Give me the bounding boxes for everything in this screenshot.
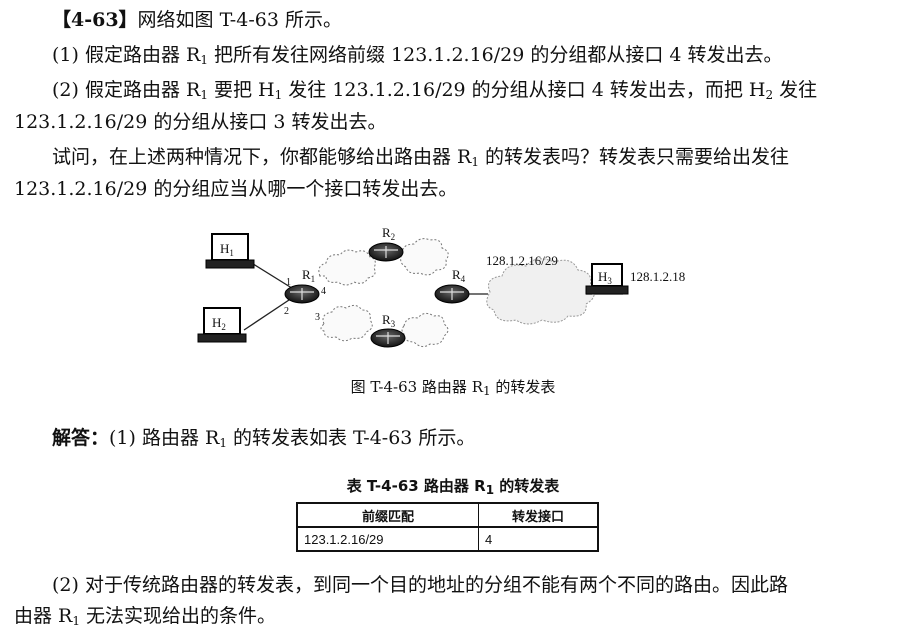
cloud-r1-r3 <box>320 304 373 342</box>
question-ask-line-1: 试问，在上述两种情况下，你都能够给出路由器 R1 的转发表吗？转发表只需要给出发… <box>52 146 790 169</box>
label-h3: H3 <box>598 269 612 286</box>
header-forwarding-interface: 转发接口 <box>478 502 599 528</box>
network-diagram: H1 H2 H3 R1 R2 R3 R4 1 2 3 4 128.1.2.16/… <box>197 225 685 348</box>
label-r1: R1 <box>302 267 315 284</box>
label-h2: H2 <box>212 315 226 332</box>
answer-part-1: 解答：(1) 路由器 R1 的转发表如表 T-4-63 所示。 <box>52 427 476 450</box>
iface-label-4: 4 <box>321 286 326 297</box>
answer-label: 解答： <box>52 427 110 449</box>
question-1: (1) 假定路由器 R1 把所有发往网络前缀 123.1.2.16/29 的分组… <box>52 44 783 67</box>
question-ask-line-2: 123.1.2.16/29 的分组应当从哪一个接口转发出去。 <box>14 178 458 200</box>
network-cloud <box>486 258 595 325</box>
host-h3 <box>585 263 629 295</box>
question-2-line-1: (2) 假定路由器 R1 要把 H1 发往 123.1.2.16/29 的分组从… <box>52 79 818 102</box>
label-h1: H1 <box>220 241 234 258</box>
iface-label-2: 2 <box>284 306 289 317</box>
problem-number: 【4-63】 <box>52 9 138 31</box>
cloud-r2-r4 <box>400 238 449 276</box>
answer-part-2-line-1: (2) 对于传统路由器的转发表，到同一个目的地址的分组不能有两个不同的路由。因此… <box>52 574 788 596</box>
router-r1 <box>284 284 320 304</box>
cloud-r3-r4 <box>401 312 449 348</box>
problem-header: 【4-63】网络如图 T-4-63 所示。 <box>52 8 342 32</box>
cell-interface: 4 <box>478 526 599 552</box>
label-r4: R4 <box>452 267 466 284</box>
label-net-prefix: 128.1.2.16/29 <box>486 253 558 268</box>
answer-part-2-line-2: 由器 R1 无法实现给出的条件。 <box>14 605 277 628</box>
router-r4 <box>434 284 470 304</box>
cell-prefix: 123.1.2.16/29 <box>296 526 479 552</box>
problem-intro: 网络如图 T-4-63 所示。 <box>137 9 342 31</box>
cloud-r1-r2 <box>318 249 376 286</box>
router-r2 <box>368 242 404 262</box>
iface-label-1: 1 <box>286 277 291 288</box>
figure-caption: 图 T-4-63 路由器 R1 的转发表 <box>350 378 556 398</box>
label-r3: R3 <box>382 312 396 329</box>
host-h2 <box>197 307 247 343</box>
header-prefix-match: 前缀匹配 <box>296 502 479 528</box>
table-header-row: 前缀匹配 转发接口 <box>296 502 599 528</box>
host-h1 <box>205 233 255 269</box>
table-caption: 表 T-4-63 路由器 R1 的转发表 <box>346 477 560 497</box>
router-r3 <box>370 328 406 348</box>
table-row: 123.1.2.16/29 4 <box>296 526 599 552</box>
label-h3-address: 128.1.2.18 <box>630 269 685 284</box>
iface-label-3: 3 <box>315 312 320 323</box>
question-2-line-2: 123.1.2.16/29 的分组从接口 3 转发出去。 <box>14 111 387 133</box>
forwarding-table: 前缀匹配 转发接口 123.1.2.16/29 4 <box>296 502 599 552</box>
label-r2: R2 <box>382 225 395 242</box>
